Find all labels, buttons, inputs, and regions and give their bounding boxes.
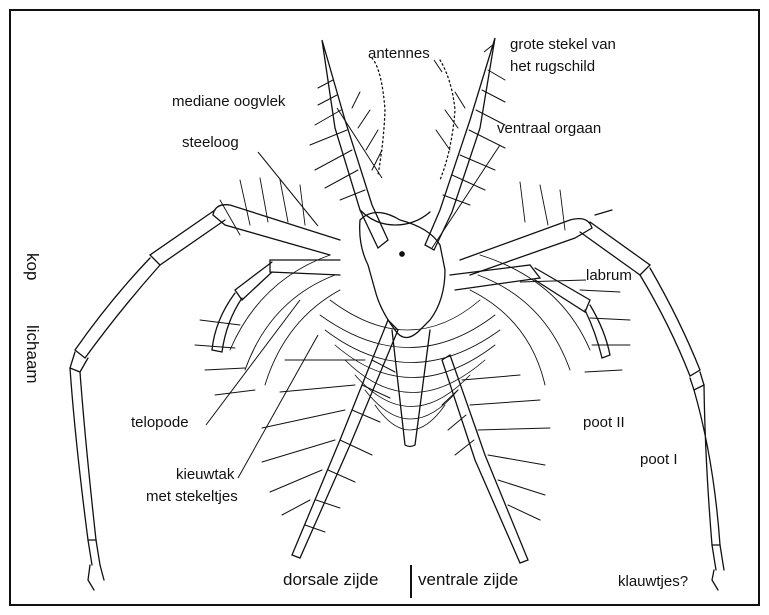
- leader-antennes: [434, 60, 442, 72]
- leader-steeloog: [258, 152, 318, 226]
- leader-mediane-oogvlek: [337, 108, 382, 178]
- leader-labrum: [520, 280, 586, 282]
- leader-kieuwtak: [238, 335, 318, 478]
- leader-grote-stekel: [484, 44, 494, 52]
- leader-ventraal-orgaan: [432, 145, 500, 248]
- leader-telopode: [206, 300, 300, 425]
